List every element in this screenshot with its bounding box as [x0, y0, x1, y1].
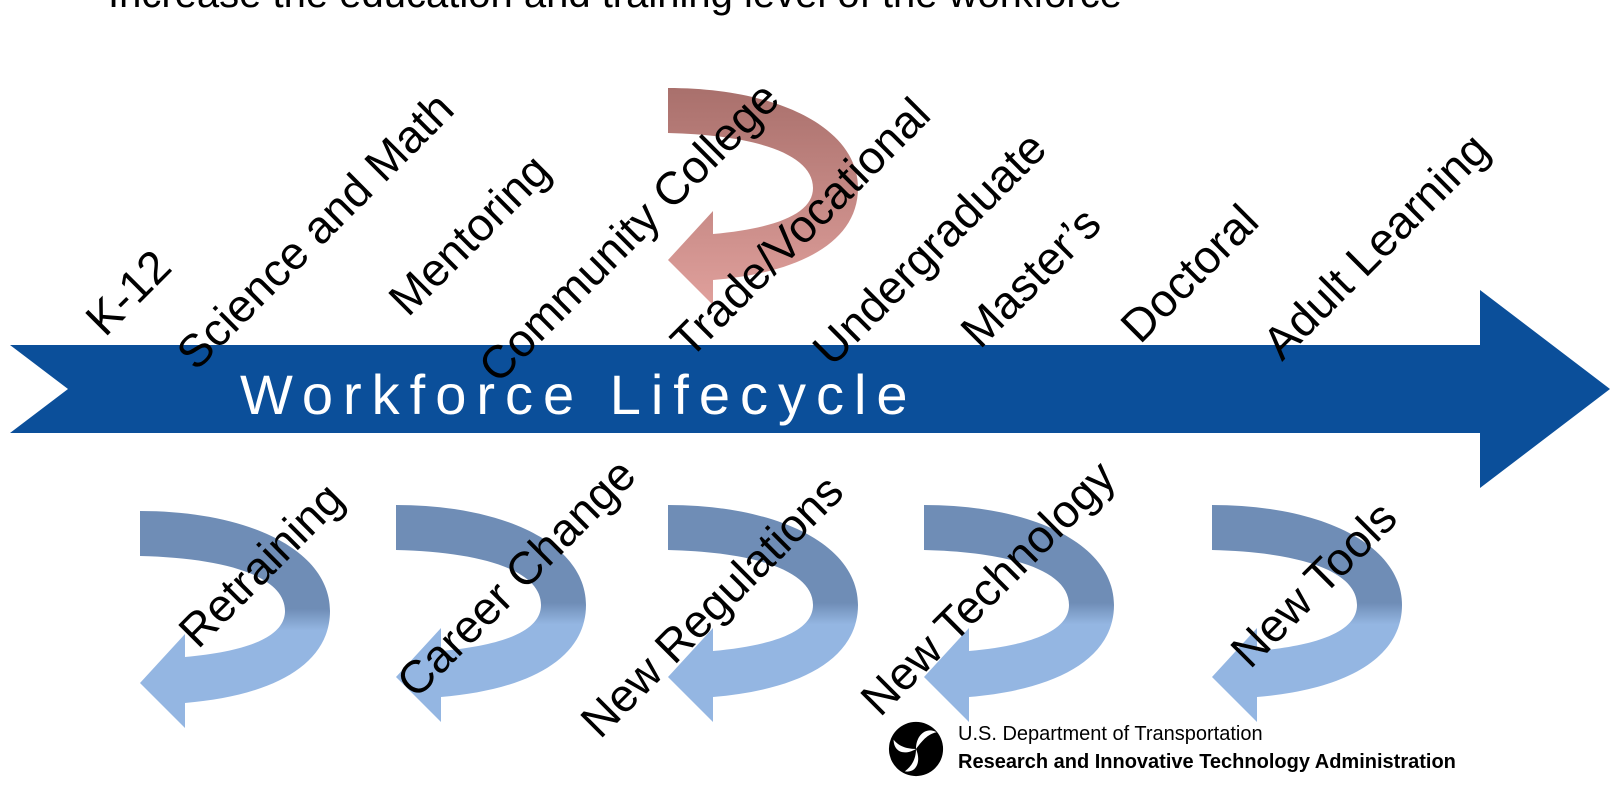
dot-logo-icon	[888, 721, 944, 777]
main-arrow	[10, 290, 1610, 488]
stage-label-k12: K-12	[75, 240, 180, 345]
stage-label-doctoral: Doctoral	[1110, 194, 1268, 352]
stage-label-adult-learning: Adult Learning	[1252, 123, 1499, 370]
page-title: Increase the education and training leve…	[108, 0, 1122, 17]
footer-agency: Research and Innovative Technology Admin…	[958, 751, 1456, 773]
stage-label-science-math: Science and Math	[166, 82, 463, 379]
footer: U.S. Department of Transportation Resear…	[888, 719, 1608, 796]
center-label: Workforce Lifecycle	[240, 363, 918, 426]
footer-department: U.S. Department of Transportation	[958, 723, 1263, 745]
